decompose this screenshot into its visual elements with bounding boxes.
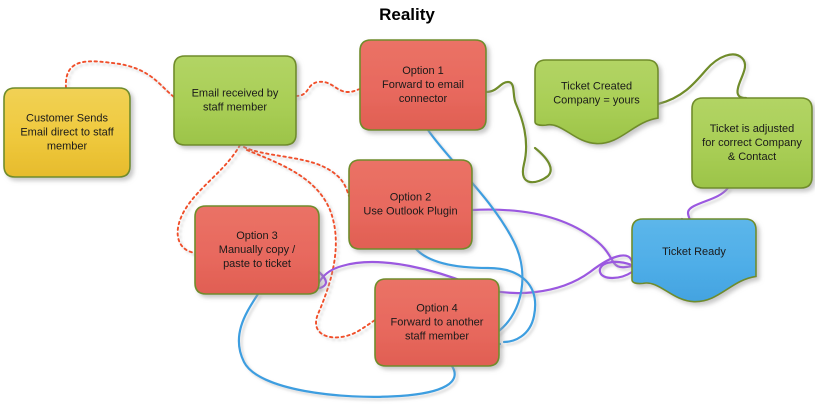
connector-email-to-option3 <box>176 144 241 254</box>
node-ticket-ready[interactable]: Ticket Ready <box>631 218 757 303</box>
node-option-2-shape[interactable] <box>348 159 473 250</box>
connector-option3-to-ready <box>316 254 634 295</box>
node-option-4-shape[interactable] <box>374 278 500 367</box>
node-customer-sends-email-shape[interactable] <box>3 87 131 178</box>
node-option-1-shape[interactable] <box>359 39 487 131</box>
node-option-3-shape[interactable] <box>194 205 320 295</box>
connector-ticketcreated-to-adjusted <box>656 53 748 106</box>
connector-option2-to-ready <box>470 208 634 269</box>
connector-email-to-option1 <box>295 80 361 97</box>
connector-option2-to-ready-blue <box>414 247 537 344</box>
connector-option1-to-ticketcreated <box>484 80 552 184</box>
node-email-received-shape[interactable] <box>173 55 297 146</box>
connector-option3-to-option4-blue <box>237 292 456 398</box>
connector-email-to-option4 <box>246 149 376 339</box>
connector-ready-loop-left <box>598 260 634 280</box>
page-title: Reality <box>379 5 435 24</box>
node-ticket-created-shape[interactable] <box>534 59 659 145</box>
node-ticket-ready-shape[interactable] <box>631 218 757 303</box>
connector-email-to-option2 <box>243 146 350 197</box>
connector-customer-to-email <box>65 60 175 98</box>
node-ticket-adjusted-shape[interactable] <box>691 97 813 189</box>
